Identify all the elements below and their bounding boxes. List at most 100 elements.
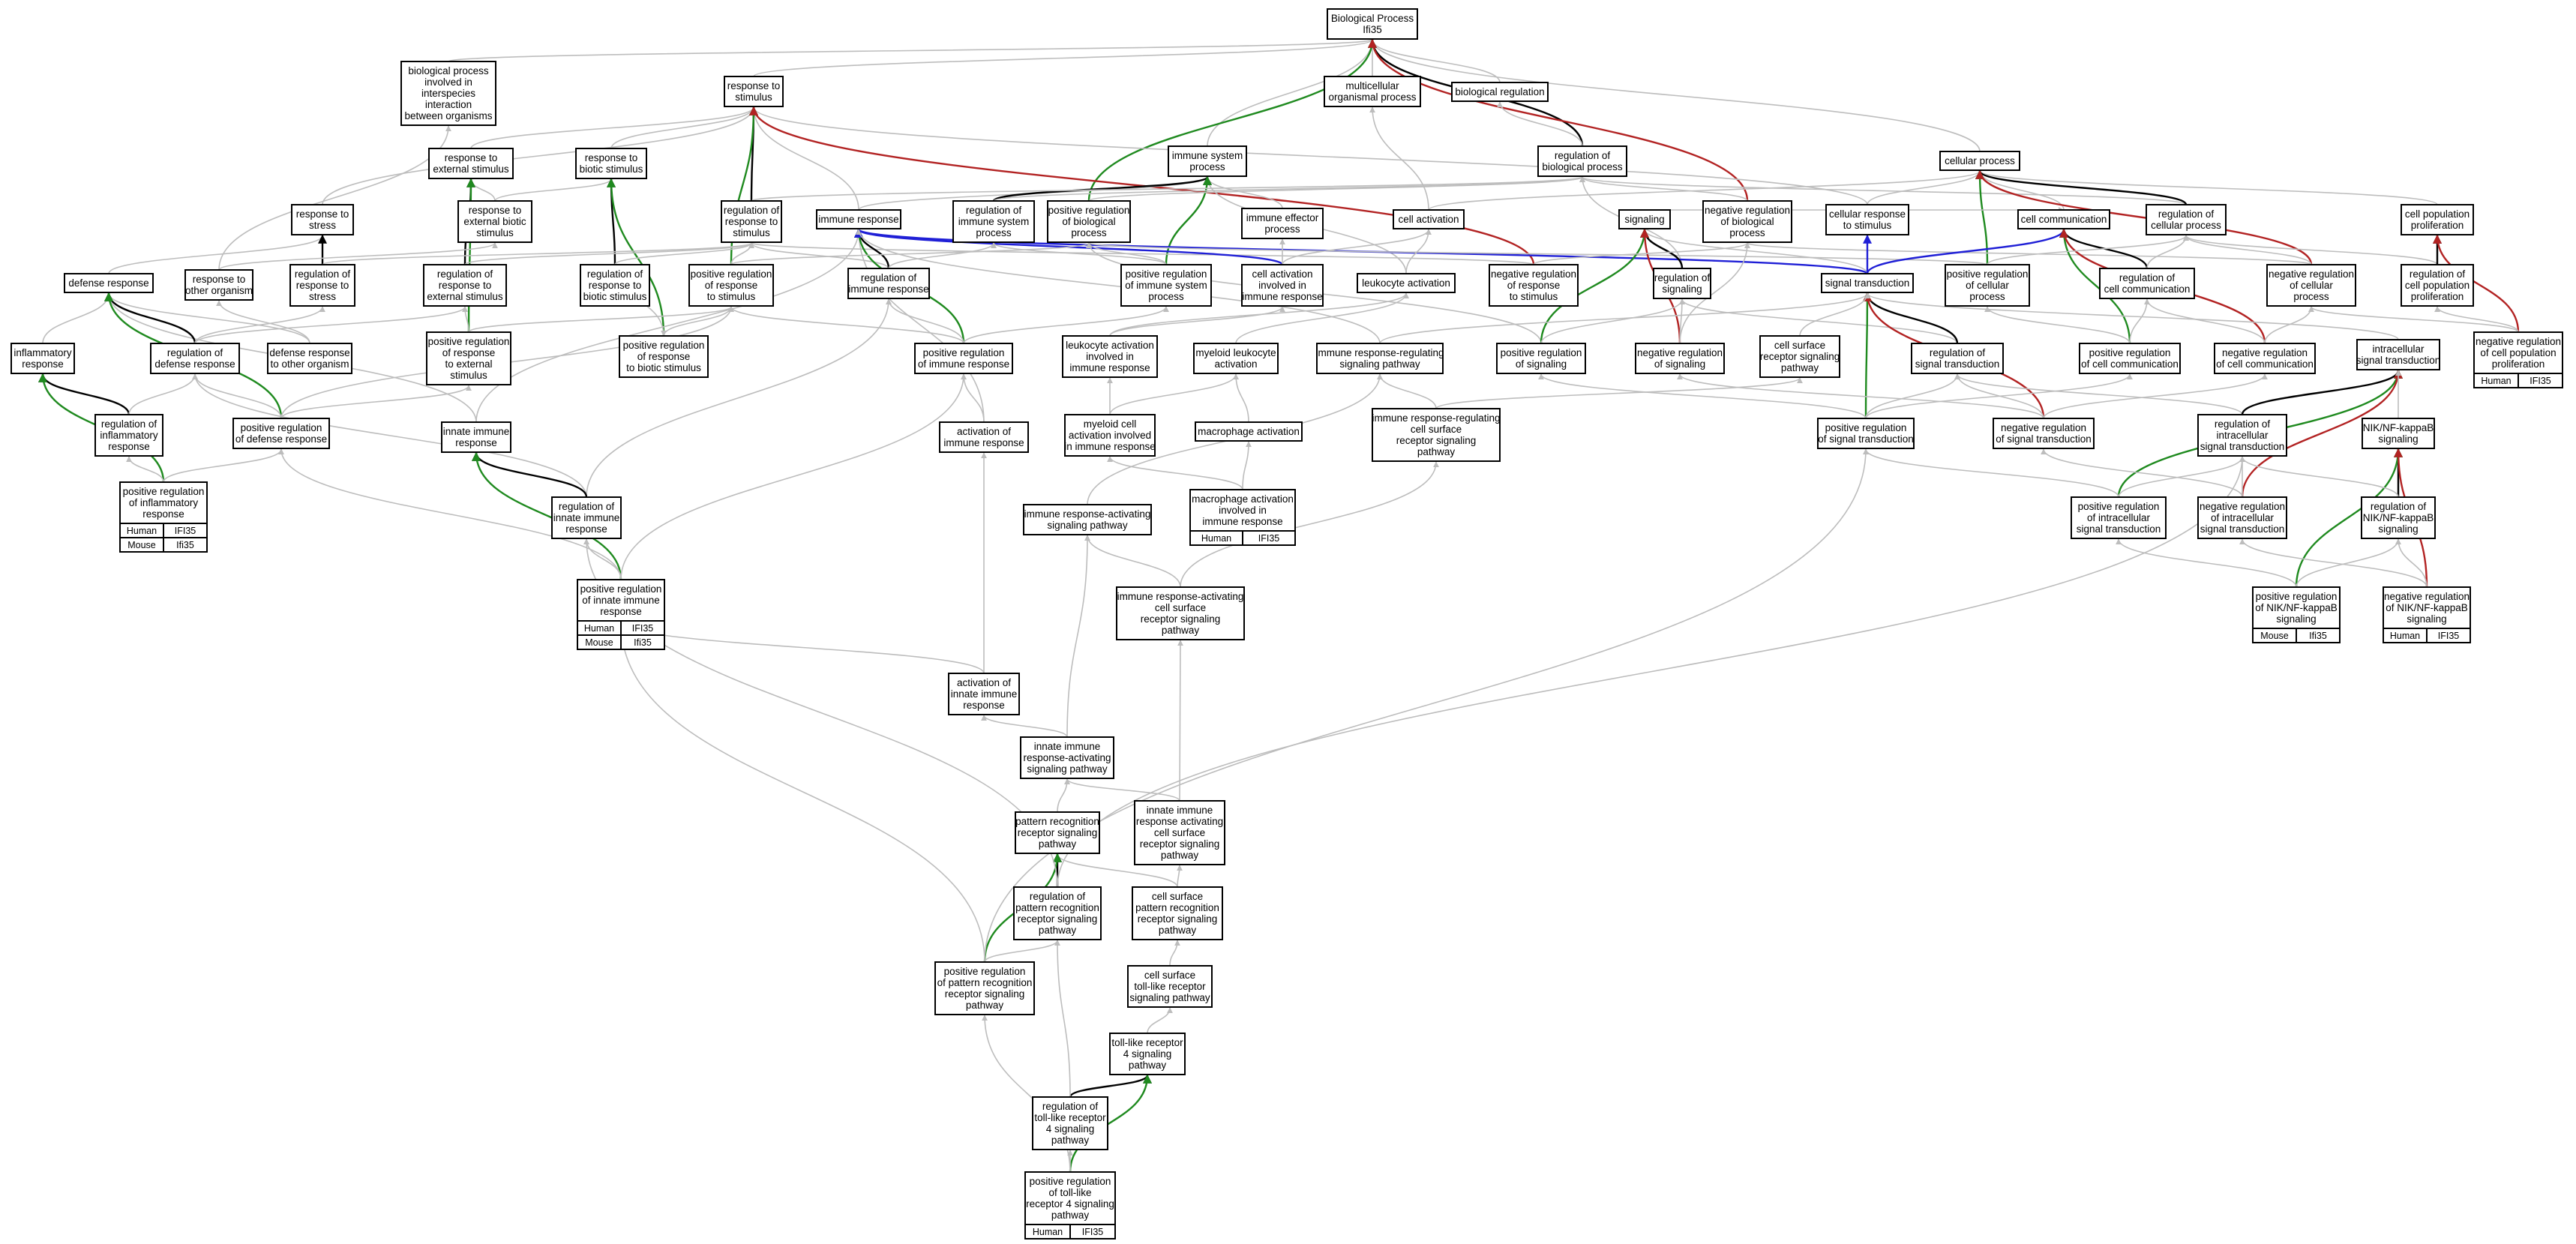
go-term-node[interactable]: macrophage activation — [1195, 421, 1303, 442]
go-term-node[interactable]: biological regulation — [1451, 82, 1549, 102]
go-term-node[interactable]: cell communication — [2017, 209, 2110, 229]
go-term-node[interactable]: signaling — [1618, 209, 1671, 229]
go-term-node[interactable]: innate immuneresponse-activatingsignalin… — [1020, 736, 1114, 779]
node-box — [2266, 264, 2356, 307]
go-term-node[interactable]: defense response — [64, 273, 154, 293]
go-term-node[interactable]: signal transduction — [1821, 273, 1914, 293]
go-term-node[interactable]: cell activation — [1393, 209, 1465, 229]
node-box — [457, 200, 532, 243]
node-label-line: myeloid cell — [1084, 418, 1137, 430]
node-label-line: response activating — [1136, 816, 1223, 827]
node-label-line: immune effector — [1246, 212, 1319, 223]
go-term-node[interactable]: immune response — [816, 209, 901, 229]
edge-is-a — [1207, 39, 1375, 147]
edge-is-a — [1977, 170, 2438, 205]
go-term-node[interactable]: leukocyte activation — [1357, 273, 1456, 293]
node-label-line: pathway — [1129, 1060, 1167, 1071]
node-box — [10, 343, 75, 374]
go-term-node[interactable]: cellular process — [1939, 151, 2020, 171]
